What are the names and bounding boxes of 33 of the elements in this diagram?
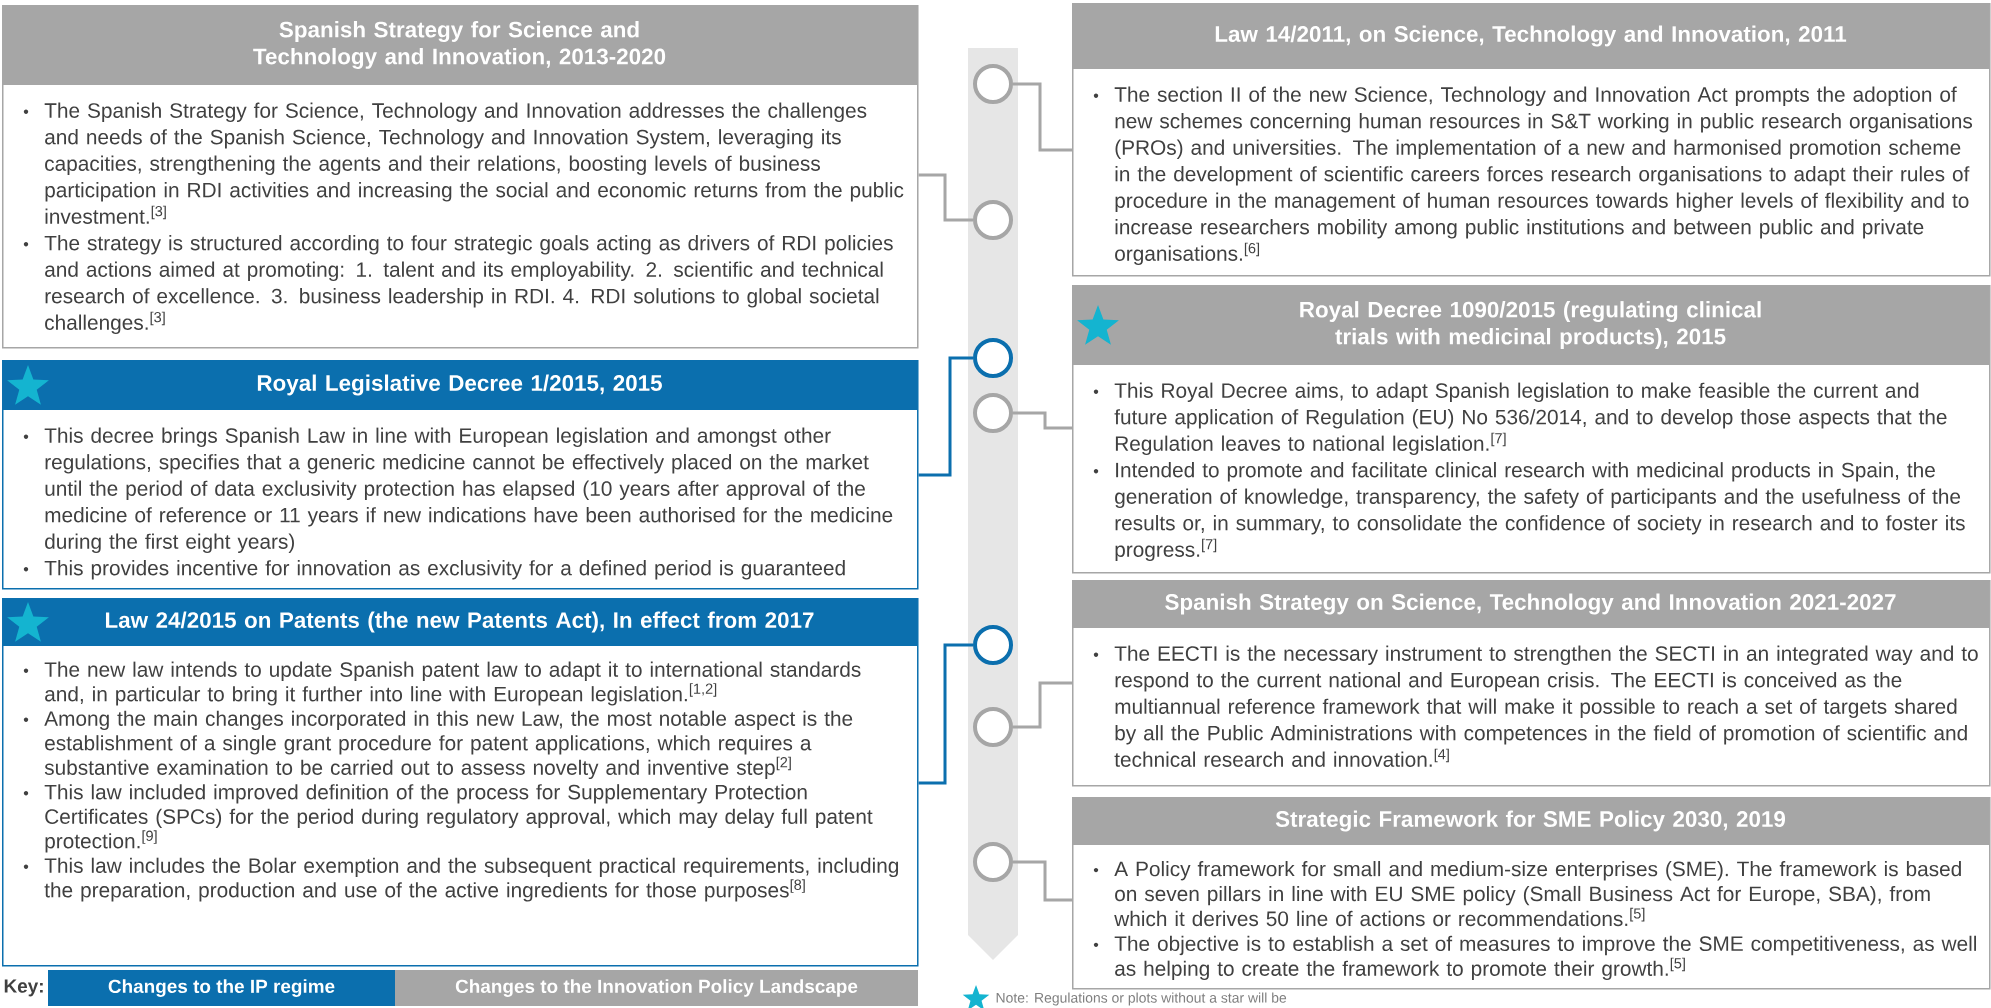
info-card bbox=[1072, 285, 1991, 574]
info-card bbox=[1072, 797, 1991, 990]
bullet-list: The section II of the new Science, Technology and Innovation Act prompts the adoption of new schemes concerning human resources in S&T working in public research organisations (PROs) and universities. The implementation of a new and harmonised promotion scheme in the development of scientific careers forces research organisations to adapt their rules of procedure in the management of human resources towards higher levels of flexibility and to increase researchers mobility among public institutions and between public and private organisations.$^{[6]}$ bbox=[1093, 86, 1973, 266]
node-label: This law includes the Bolar exemption and the subsequent practical requirements, including the preparation, production and use of the active ingredients for those purposes$^{[8]}$ bbox=[44, 857, 899, 902]
bullet-list: The new law intends to update Spanish patent law to adapt it to international standards and, in particular to bring it further into line with European legislation.$^{[1,2]}$ Among the main changes incorporated in this new Law, the most notable aspect is the establishment of a single grant procedure for patent applications, which requires a substantive examination to be carried out to assess novelty and inventive step$^{[2]}$ This law included improved definition of the process for Supplementary Protection Certificates (SPCs) for the period during regulatory approval, which may delay full patent protection.$^{[9]}$ This law includes the Bolar exemption and the subsequent practical requirements, including the preparation, production and use of the active ingredients for those purposes$^{[8]}$ bbox=[23, 661, 898, 902]
connector-line bbox=[1013, 860, 1072, 902]
connector-line bbox=[1013, 411, 1072, 430]
info-card bbox=[1072, 580, 1991, 787]
card-heading: Royal Legislative Decree 1/2015, 2015 bbox=[2, 360, 917, 410]
card-heading: Royal Decree 1090/2015 (regulating clinical trials with medicinal products), 2015 bbox=[1072, 285, 1989, 365]
bullet-list: This decree brings Spanish Law in line with European legislation and amongst other regulations, specifies that a generic medicine cannot be effectively placed on the market until the period of data exclusivity protection has elapsed (10 years after approval of the medicine of reference or 11 years if new indications have been authorised for the medicine during the first eight years) This provides incentive for innovation as exclusivity for a defined period is guaranteed bbox=[23, 427, 893, 580]
bullet-list: The Spanish Strategy for Science, Technology and Innovation addresses the challenges and needs of the Spanish Science, Technology and Innovation System, leveraging its capacities, strengthening the agents and their relations, boosting levels of business participation in RDI activities and increasing the social and economic returns from the public investment.$^{[3]}$ The strategy is structured according to four strategic goals acting as drivers of RDI policies and actions aimed at promoting: 1. talent and its employability. 2. scientific and technical research of excellence. 3. business leadership in RDI. 4. RDI solutions to global societal challenges.$^{[3]}$ bbox=[23, 102, 904, 335]
node-label: The new law intends to update Spanish patent law to adapt it to international standards and, in particular to bring it further into line with European legislation.$^{[1,2]}$ bbox=[44, 661, 861, 706]
bullet-list: The EECTI is the necessary instrument to strengthen the SECTI in an integrated way and to respond to the current national and European crisis. The EECTI is conceived as the multiannual reference framework that will make it possible to reach a set of targets shared by all the Public Administrations with competences in the field of promotion of scientific and technical research and innovation.$^{[4]}$ bbox=[1093, 645, 1978, 767]
connector-line bbox=[918, 356, 973, 477]
note-text: Note: Regulations or plots without a star will be bbox=[996, 992, 1287, 1006]
bullet-list: A Policy framework for small and medium-size enterprises (SME). The framework is based on seven pillars in line with EU SME policy (Small Business Act for Europe, SBA), from which it derives 50 line of actions or recommendations.$^{[5]}$ The objective is to establish a set of measures to improve the SME competitiveness, as well as helping to create the framework to promote their growth.$^{[5]}$ bbox=[1093, 861, 1977, 981]
node-label: This law included improved definition of the process for Supplementary Protection Certificates (SPCs) for the period during regulatory approval, which may delay full patent protection.$^{[9]}$ bbox=[44, 784, 873, 853]
info-card bbox=[2, 360, 919, 590]
info-card bbox=[2, 5, 919, 349]
info-card bbox=[2, 598, 919, 967]
card-heading: Law 14/2011, on Science, Technology and Innovation, 2011 bbox=[1072, 3, 1989, 69]
connector-line bbox=[918, 173, 973, 222]
card-heading: Spanish Strategy on Science, Technology and Innovation 2021-2027 bbox=[1072, 580, 1989, 628]
connector-line bbox=[1013, 681, 1072, 729]
bullet-list: This Royal Decree aims, to adapt Spanish legislation to make feasible the current and future application of Regulation (EU) No 536/2014, and to develop those aspects that the Regulation leaves to national legislation.$^{[7]}$ Intended to promote and facilitate clinical research with medicinal products in Spain, the generation of knowledge, transparency, the safety of participants and the usefulness of the results or, in summary, to consolidate the confidence of society in research and to foster its progress.$^{[7]}$ bbox=[1093, 382, 1965, 562]
node-label: Among the main changes incorporated in this new Law, the most notable aspect is the establishment of a single grant procedure for patent applications, which requires a substantive examination to be carried out to assess novelty and inventive step$^{[2]}$ bbox=[44, 710, 853, 780]
info-card bbox=[1072, 3, 1991, 277]
card-heading: Spanish Strategy for Science and Technology and Innovation, 2013-2020 bbox=[2, 5, 917, 85]
card-heading: Law 24/2015 on Patents (the new Patents Act), In effect from 2017 bbox=[2, 598, 917, 646]
connector-line bbox=[1013, 82, 1072, 152]
connector-line bbox=[918, 643, 973, 785]
card-heading: Strategic Framework for SME Policy 2030, 2019 bbox=[1072, 797, 1989, 845]
